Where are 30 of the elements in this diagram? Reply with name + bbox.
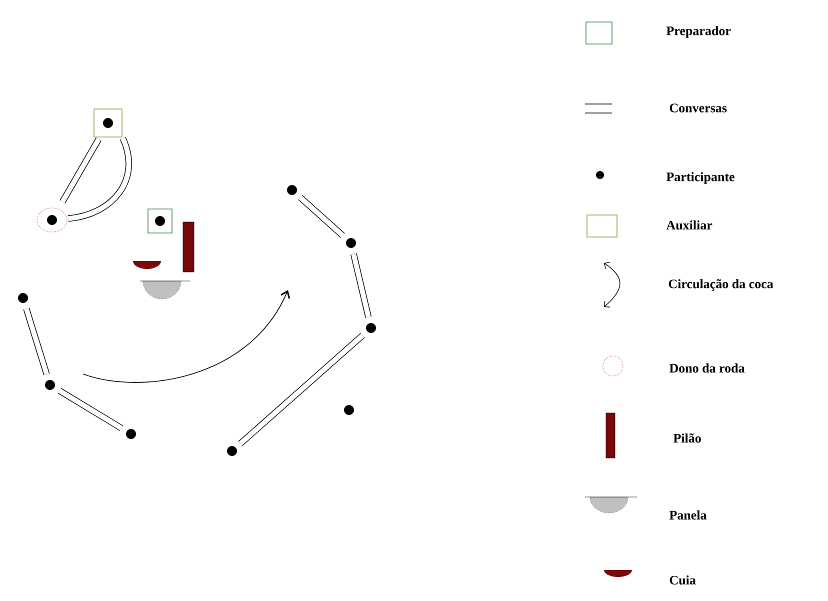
- legend-label: Auxiliar: [666, 220, 712, 230]
- legend-label: Cuia: [670, 575, 696, 585]
- conversation-line: [238, 333, 365, 446]
- participant-dot: [346, 238, 356, 248]
- legend-label: Pilão: [673, 433, 701, 443]
- participant-dot: [287, 185, 297, 195]
- participant-dot: [18, 293, 28, 303]
- conversation-line: [350, 253, 372, 318]
- legend-label: Circulação da coca: [668, 279, 774, 291]
- square-marker: [148, 208, 172, 234]
- legend-label: Conversas: [670, 104, 727, 112]
- conversation-line: [68, 137, 132, 222]
- legend-label: Preparador: [666, 26, 731, 38]
- participant-dot: [103, 118, 113, 128]
- participant-dot: [155, 216, 165, 226]
- conversation-line: [23, 308, 50, 376]
- conversation-line: [298, 195, 345, 238]
- conversation-line: [60, 138, 102, 204]
- participant-dot: [47, 215, 57, 225]
- participant-dot: [366, 323, 376, 333]
- square-marker: [94, 108, 122, 138]
- participant-dot: [227, 446, 237, 456]
- participant-dot: [126, 429, 136, 439]
- participant-dot: [344, 405, 354, 415]
- conversation-line: [58, 388, 124, 431]
- legend-label: Participante: [666, 172, 734, 184]
- participant-dot: [45, 380, 55, 390]
- legend-label: Panela: [669, 510, 707, 520]
- ring-marker: [36, 208, 68, 232]
- legend-label: Dono da roda: [669, 363, 745, 373]
